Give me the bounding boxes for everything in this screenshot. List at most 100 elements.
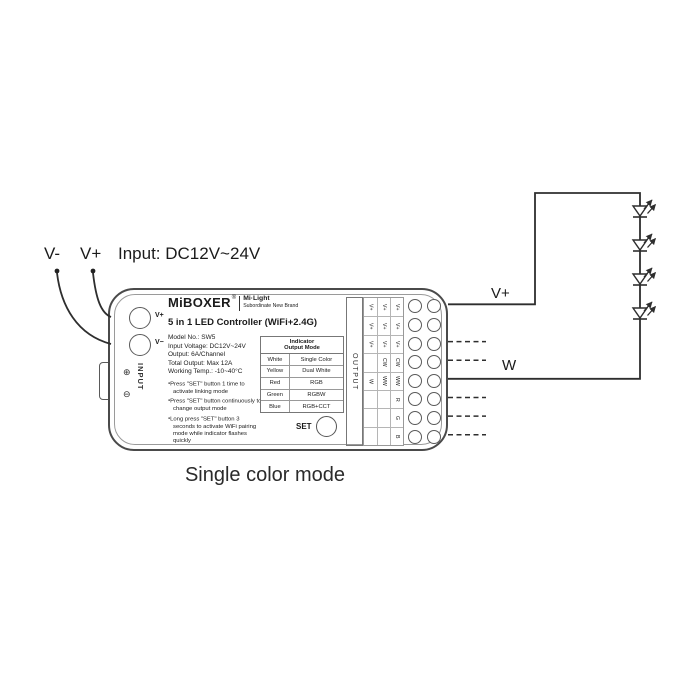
terminal-row <box>404 427 444 446</box>
controller-device: V+ V− ⊕ ⊖ INPUT MiBOXER ® Mi·Light Subor… <box>108 288 448 451</box>
terminal-label-cell: CW <box>390 353 403 372</box>
diode-triangle <box>631 239 649 252</box>
screw-terminal <box>426 373 441 388</box>
input-wires <box>54 268 112 345</box>
spec-line: Working Temp.: -10~40°C <box>168 368 243 376</box>
screw-terminal <box>426 429 441 444</box>
led-emission-arrow <box>643 233 653 244</box>
screw-terminal <box>407 373 422 388</box>
input-terminal-label-vminus: V− <box>155 339 164 346</box>
brand-logo: MiBOXER <box>168 295 231 310</box>
indicator-color-cell: Green <box>261 389 290 401</box>
terminal-label-cell <box>364 426 377 445</box>
led-emission-arrow <box>647 238 656 248</box>
input-terminal-vplus <box>129 307 151 329</box>
terminal-label-cell: WW <box>390 371 403 390</box>
indicator-color-cell: Blue <box>261 401 290 413</box>
screw-terminal <box>426 336 441 351</box>
indicator-mode-cell: Dual White <box>302 368 331 375</box>
terminal-row <box>404 372 444 391</box>
spec-line: Output: 6A/Channel <box>168 351 226 359</box>
terminal-label-cell: V+ <box>377 316 390 335</box>
indicator-row: Red RGB <box>261 376 343 389</box>
terminal-label-cell: WW <box>377 371 390 390</box>
terminal-label-cell: V+ <box>390 298 403 317</box>
indicator-mode-cell: RGB+CCT <box>302 403 331 410</box>
screw-terminal <box>407 317 422 332</box>
terminal-label-cell: V+ <box>364 334 377 353</box>
instruction-item: Long press "SET" button 3 seconds to act… <box>168 415 262 445</box>
indicator-mode-cell: RGB <box>310 380 323 387</box>
terminal-row <box>404 334 444 353</box>
led-string <box>631 199 656 320</box>
terminal-label-cell <box>377 426 390 445</box>
screw-terminal <box>407 336 422 351</box>
product-title: 5 in 1 LED Controller (WiFi+2.4G) <box>168 317 318 328</box>
spec-line: Total Output: Max 12A <box>168 359 233 367</box>
wire-end-dot <box>90 268 96 274</box>
terminal-label-cell: V+ <box>377 298 390 317</box>
subbrand-block: Mi·Light Subordinate New Brand <box>243 295 298 309</box>
terminal-label-cell: G <box>390 408 403 427</box>
terminal-label-cell: CW <box>377 353 390 372</box>
diode-triangle <box>631 307 649 320</box>
terminal-label-cell: V+ <box>390 334 403 354</box>
instruction-list: Press "SET" button 1 time to activate li… <box>168 380 262 447</box>
circuit-wires <box>448 192 641 436</box>
terminal-row <box>404 409 444 428</box>
led-emission-arrow <box>647 272 656 282</box>
indicator-row: Blue RGB+CCT <box>261 400 343 413</box>
caption: Single color mode <box>184 464 346 486</box>
output-section: OUTPUT <box>346 297 363 446</box>
output-terminal-circles <box>404 297 444 446</box>
brand-divider <box>239 296 241 311</box>
led-emission-arrow <box>643 267 653 278</box>
indicator-mode-cell: RGBW <box>307 391 326 398</box>
terminal-row <box>404 316 444 335</box>
wire-end-dot <box>54 268 60 274</box>
terminal-label-cell <box>364 353 377 371</box>
indicator-mode-cell: Single Color <box>300 356 333 363</box>
main-circuit-wire <box>448 192 641 380</box>
indicator-header-line1: Indicator <box>289 338 315 345</box>
label-input-voltage: Input: DC12V~24V <box>118 244 261 263</box>
indicator-color-cell: Yellow <box>261 365 290 377</box>
led-symbol <box>631 267 656 286</box>
diode-triangle <box>631 205 649 218</box>
led-emission-arrow <box>643 199 653 210</box>
terminal-label-cell <box>364 408 377 426</box>
indicator-color-cell: Red <box>261 377 290 389</box>
screw-terminal <box>426 355 441 370</box>
indicator-header-line2: Output Mode <box>284 345 320 352</box>
screw-terminal <box>407 299 422 314</box>
screw-terminal <box>407 429 422 444</box>
set-button[interactable] <box>316 416 337 437</box>
screw-terminal <box>407 355 422 370</box>
label-v-minus: V- <box>44 244 61 263</box>
led-symbol <box>631 301 656 320</box>
terminal-label-cell: W <box>364 371 377 390</box>
terminal-label-cell <box>377 408 390 427</box>
screw-terminal <box>426 299 441 314</box>
input-wire-vminus <box>56 272 112 345</box>
indicator-row: Green RGBW <box>261 388 343 401</box>
brand-row: MiBOXER ® Mi·Light Subordinate New Brand <box>168 295 298 311</box>
led-symbol <box>631 199 656 218</box>
spec-line: Input Voltage: DC12V~24V <box>168 342 246 350</box>
screw-terminal <box>426 392 441 407</box>
subbrand-tagline: Subordinate New Brand <box>243 303 299 309</box>
output-section-label: OUTPUT <box>351 352 358 391</box>
terminal-label-cell <box>377 389 390 409</box>
terminal-row <box>404 390 444 409</box>
terminal-label-cell: B <box>390 426 403 445</box>
indicator-color-cell: White <box>261 354 290 365</box>
polarity-positive-icon: ⊕ <box>123 368 131 378</box>
wire-label-w: W <box>502 357 517 374</box>
screw-terminal <box>426 411 441 426</box>
terminal-row <box>404 297 444 316</box>
indicator-row: Yellow Dual White <box>261 364 343 377</box>
